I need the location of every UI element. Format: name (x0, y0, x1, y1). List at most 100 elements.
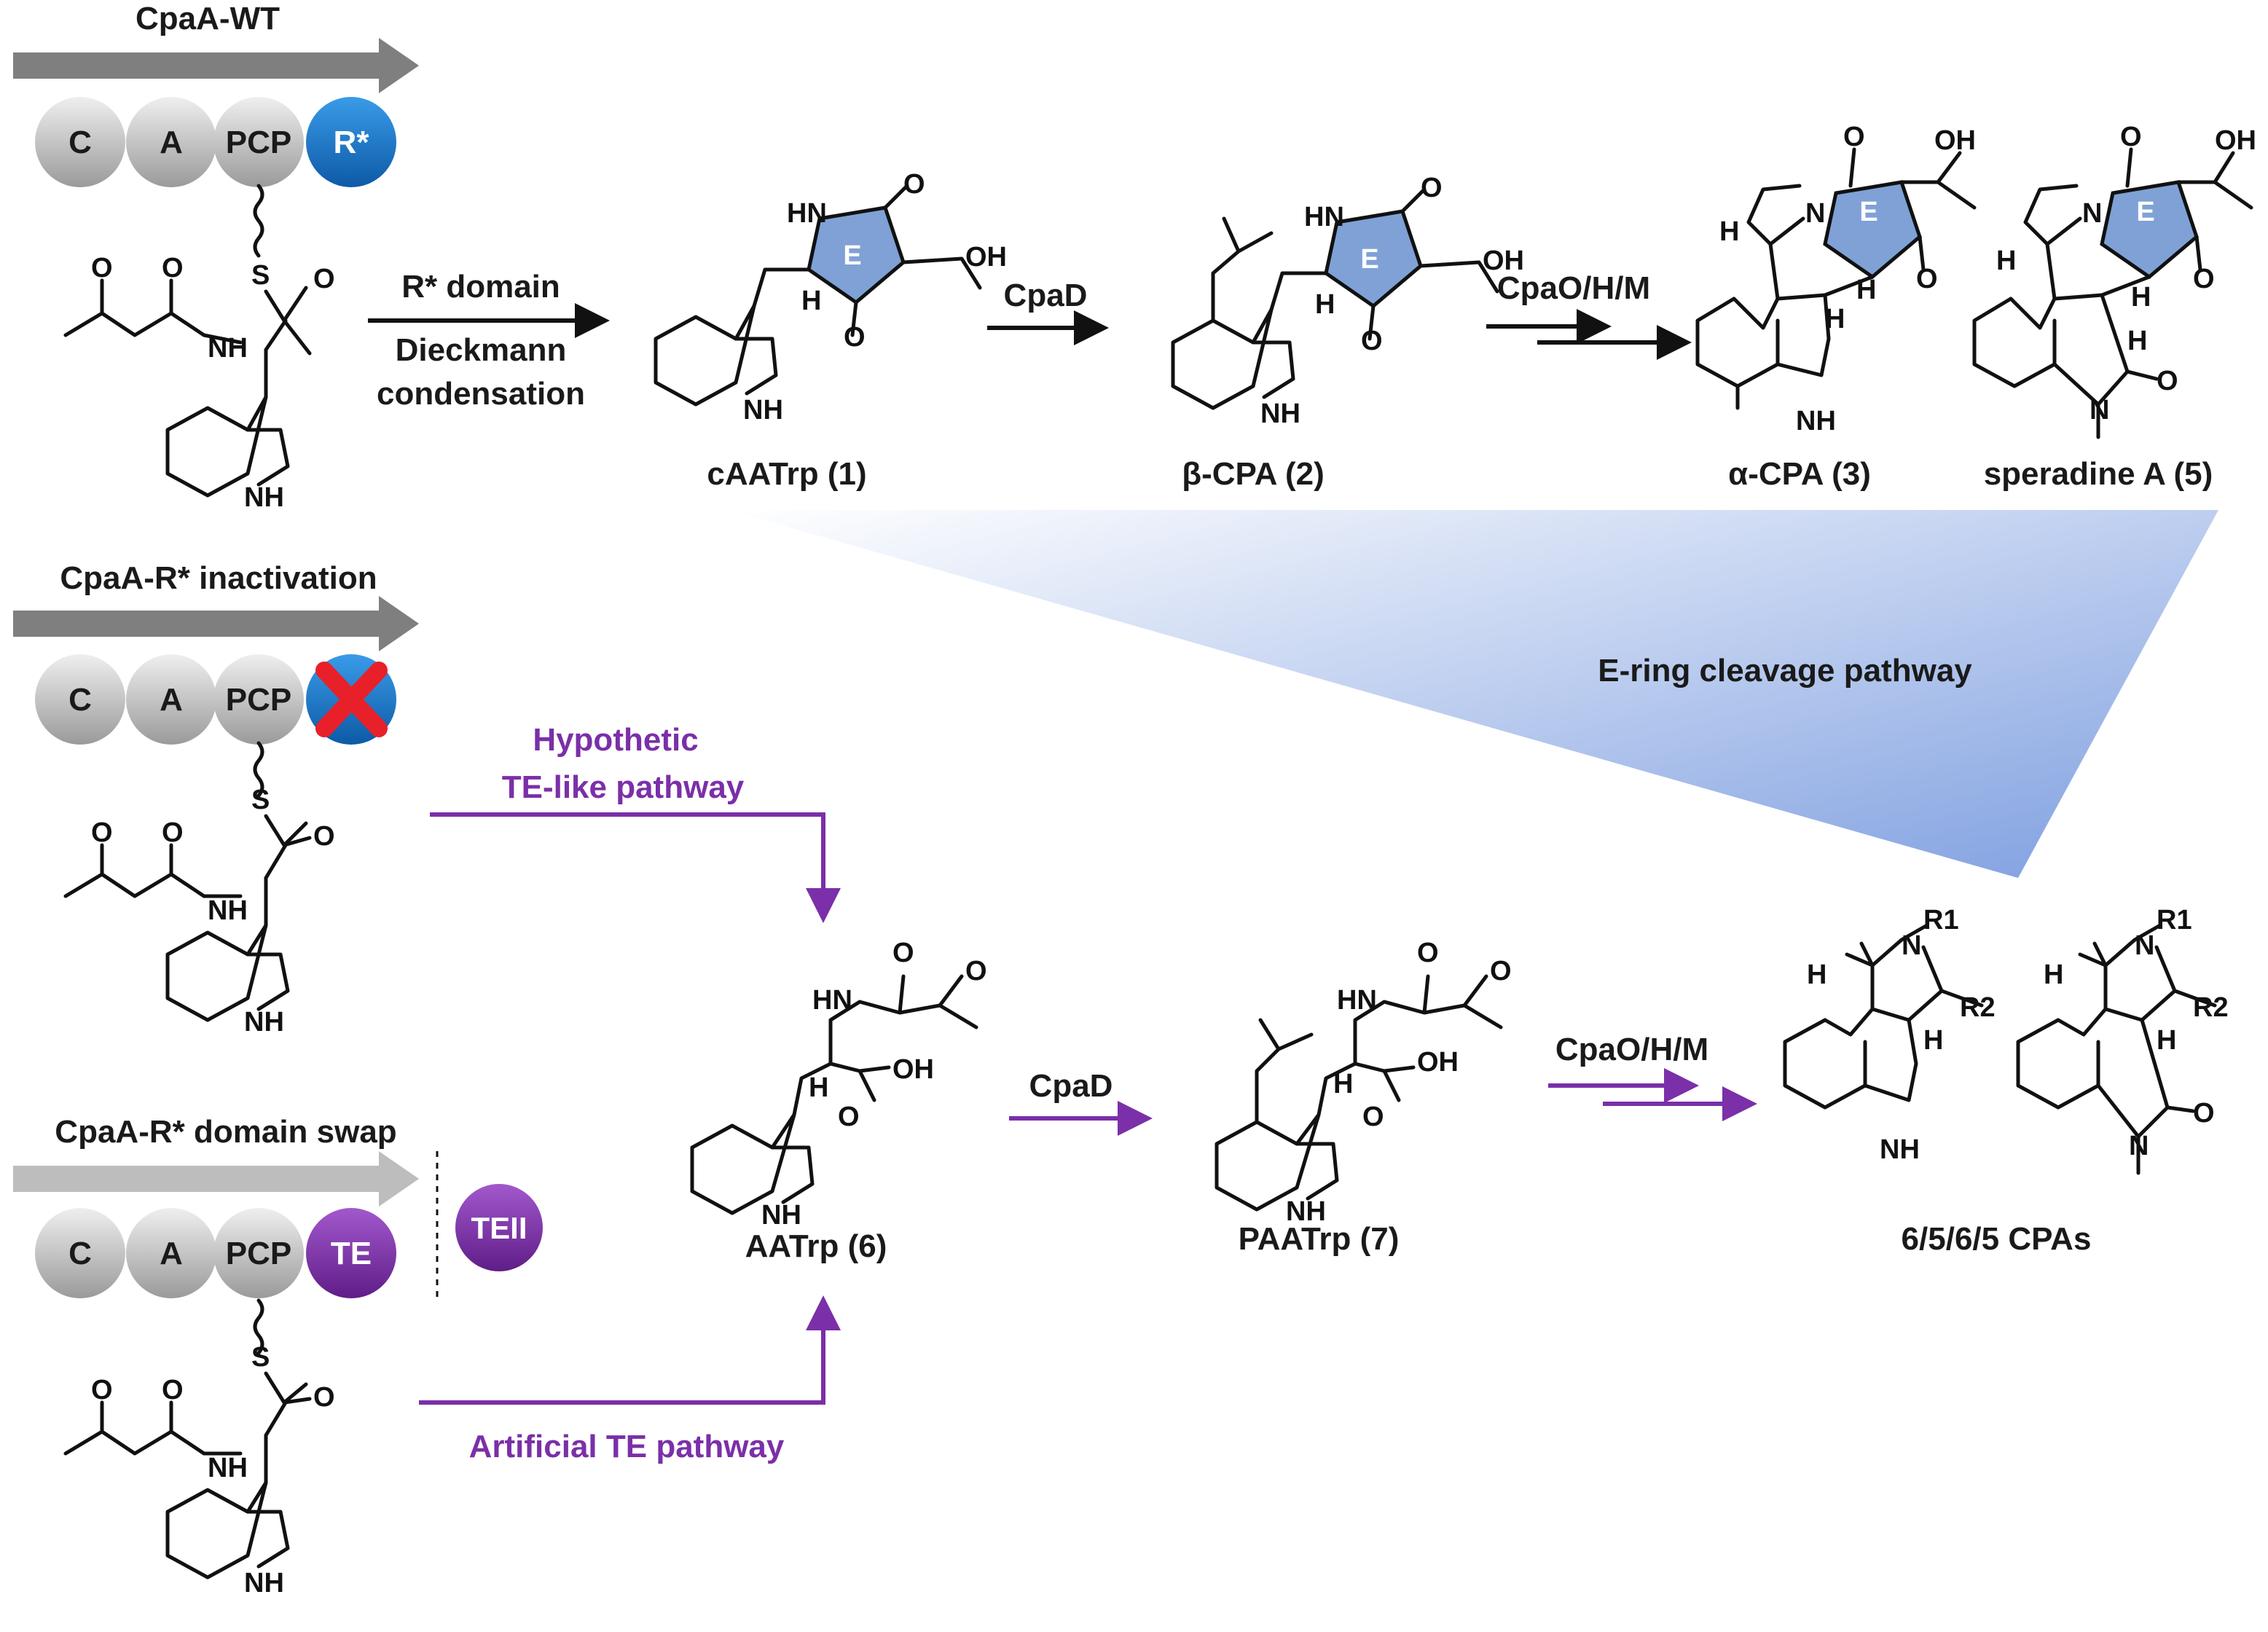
atom-nh: NH (208, 1453, 248, 1483)
module-swap-arrow (13, 1151, 419, 1207)
domain-rstar-label: R* (334, 125, 370, 160)
atom-o: O (313, 264, 335, 294)
domain-pcp-icon (213, 97, 304, 187)
module-wt: CpaA-WT C A PCP R* (13, 1, 419, 187)
e-ring (807, 205, 906, 305)
step-cpaohm-bottom: CpaO/H/M (1555, 1032, 1708, 1067)
atom-oh: OH (1417, 1047, 1459, 1078)
atom-o: O (1490, 956, 1512, 986)
atom-s: S (251, 785, 270, 815)
atom-o: O (2193, 264, 2215, 294)
compound-7: HN O O OH O H NH PAATrp (7) (1215, 938, 1512, 1257)
atom-h: H (1996, 246, 2016, 276)
step-cpaohm-top: CpaO/H/M (1497, 270, 1650, 306)
e-ring-label: E (2136, 197, 2154, 227)
compound-5-label: speradine A (5) (1984, 456, 2213, 492)
atom-nh: NH (761, 1200, 801, 1231)
atom-oh: OH (2215, 125, 2256, 156)
module-inactivation-title: CpaA-R* inactivation (60, 560, 377, 596)
atom-r1: R1 (2157, 905, 2192, 935)
atom-o: O (91, 1375, 113, 1405)
compound-1: E HN O OH O H NH cAATrp (1) (654, 169, 1007, 492)
atom-h: H (2131, 282, 2151, 313)
atom-hn: HN (812, 985, 852, 1016)
step-rstar-line1: R* domain (401, 269, 560, 305)
module-inactivation-arrow (13, 596, 419, 651)
step-hypothetic-line2: TE-like pathway (502, 769, 745, 805)
substrate-wt: S O O O NH NH (63, 184, 335, 513)
atom-o: O (91, 253, 113, 283)
domain-teii-icon (455, 1184, 543, 1271)
atom-h: H (1333, 1069, 1353, 1099)
ering-label: E-ring cleavage pathway (1598, 653, 1972, 688)
module-swap-title: CpaA-R* domain swap (55, 1114, 396, 1150)
step-rstar-line3: condensation (377, 376, 585, 412)
atom-o: O (838, 1102, 860, 1132)
domain-rstar-icon (306, 97, 396, 187)
atom-o: O (1843, 122, 1865, 152)
domain-pcp-label: PCP (226, 682, 291, 718)
atom-o: O (1916, 264, 1938, 294)
domain-a-label: A (160, 1236, 183, 1271)
atom-nh: NH (244, 482, 284, 513)
atom-nh: NH (743, 395, 783, 425)
domain-a-label: A (160, 682, 183, 718)
compound-6: HN O O OH O H NH AATrp (6) (690, 938, 987, 1264)
domain-c-icon (35, 654, 125, 745)
atom-o: O (162, 1375, 184, 1405)
compound-3: E N O OH O H H H NH α-CPA (3) (1695, 122, 1977, 492)
domain-c-icon (35, 97, 125, 187)
atom-oh: OH (892, 1054, 934, 1085)
atom-h: H (2127, 326, 2147, 356)
atom-o: O (2193, 1098, 2215, 1129)
atom-h: H (2157, 1025, 2176, 1056)
arrow-hypothetic (430, 812, 841, 923)
compound-3-label: α-CPA (3) (1728, 456, 1871, 492)
atom-n: N (2082, 198, 2102, 229)
atom-hn: HN (787, 198, 827, 229)
atom-o: O (313, 1382, 335, 1413)
domain-a-label: A (160, 125, 183, 160)
domain-teii-label: TEII (471, 1211, 527, 1245)
atom-nh: NH (1260, 399, 1300, 429)
atom-hn: HN (1337, 985, 1377, 1016)
ering-wedge (729, 510, 2218, 878)
compound-8-label: 6/5/6/5 CPAs (1902, 1221, 2092, 1257)
atom-o: O (1421, 173, 1443, 203)
e-ring (1324, 209, 1423, 309)
domain-c-label: C (68, 1236, 92, 1271)
e-ring-label: E (1360, 244, 1378, 275)
domain-c-label: C (68, 125, 92, 160)
substrate-swap: S O O O NH NH (63, 1298, 335, 1598)
compound-8a: N R1 R2 H H NH (1783, 905, 1996, 1165)
atom-o: O (2157, 366, 2178, 396)
atom-nh: NH (1286, 1196, 1326, 1227)
domain-pcp-icon (213, 1208, 304, 1298)
domain-a-icon (126, 654, 216, 745)
atom-o: O (844, 322, 866, 353)
domain-c-icon (35, 1208, 125, 1298)
domain-a-icon (126, 1208, 216, 1298)
atom-h: H (2044, 960, 2063, 990)
e-ring (2100, 180, 2199, 280)
compound-1-label: cAATrp (1) (707, 456, 866, 492)
arrow-artificial (419, 1295, 841, 1405)
atom-o: O (162, 817, 184, 848)
atom-o: O (1361, 326, 1383, 356)
atom-s: S (251, 260, 270, 291)
atom-o: O (965, 956, 987, 986)
step-cpad-bottom: CpaD (1029, 1068, 1113, 1104)
step-rstar-line2: Dieckmann (396, 332, 567, 368)
atom-n: N (1902, 930, 1921, 961)
domain-pcp-icon (213, 654, 304, 745)
e-ring-label: E (843, 240, 861, 271)
module-inactivation: CpaA-R* inactivation C A PCP (13, 560, 419, 745)
atom-h: H (1856, 275, 1876, 305)
domain-te-label: TE (331, 1236, 372, 1271)
compound-6-label: AATrp (6) (745, 1228, 887, 1264)
step-hypothetic-line1: Hypothetic (533, 722, 698, 758)
atom-n: N (2135, 930, 2154, 961)
domain-c-label: C (68, 682, 92, 718)
